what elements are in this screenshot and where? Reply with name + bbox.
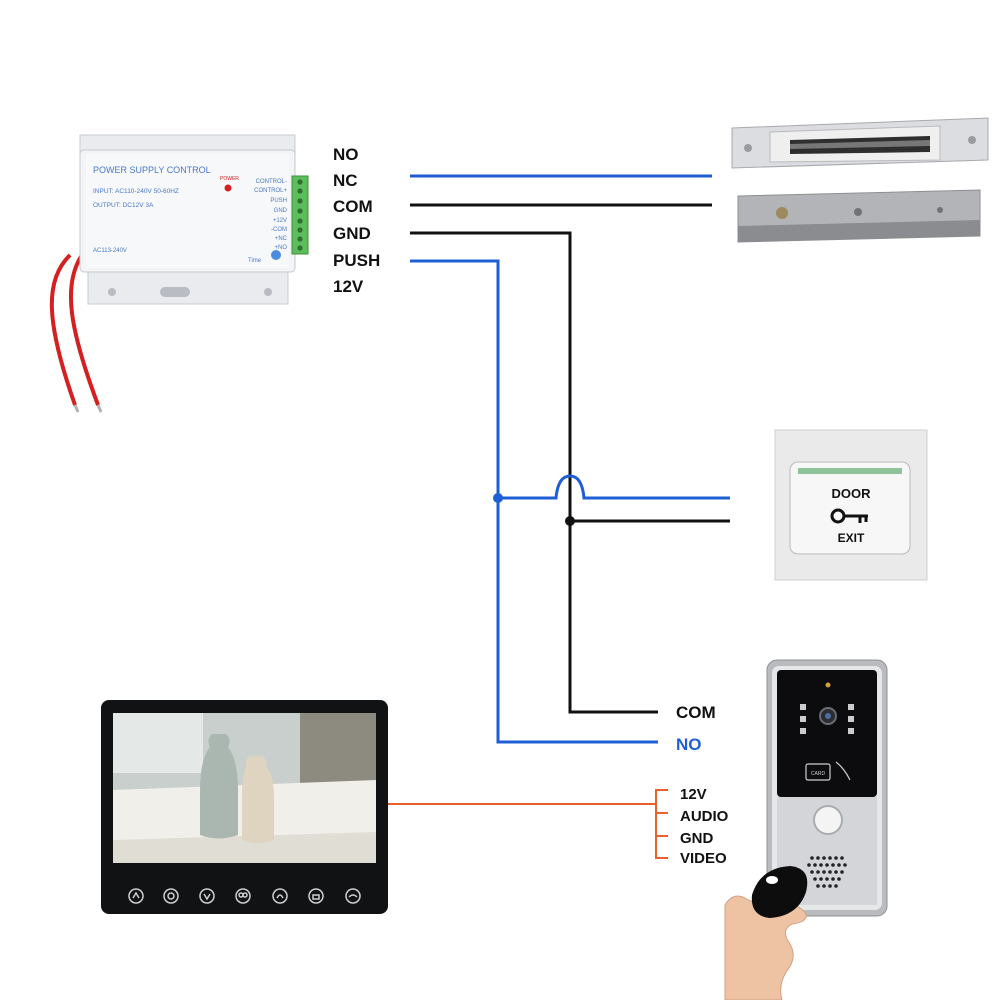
terminal-label: -COM: [271, 227, 287, 233]
outdoor-label-com: COM: [676, 703, 716, 722]
psu-time-label: Time: [248, 258, 262, 264]
psu-ac-label: AC113-240V: [93, 248, 127, 254]
psu-output-labels: NO NC COM GND PUSH 12V: [333, 145, 380, 296]
magnetic-lock: [731, 117, 989, 243]
terminal-label: +NC: [275, 236, 288, 242]
ac-wire-left: [49, 253, 77, 406]
hand-with-keyfob: [724, 866, 808, 1000]
unlock-button-icon[interactable]: [308, 888, 324, 904]
card-reader-icon: CARD: [805, 761, 851, 781]
card-label: CARD: [811, 771, 826, 777]
video-terminal-labels: 12V AUDIO GND VIDEO: [680, 786, 729, 867]
ac-wire-right: [68, 253, 100, 406]
keyfob-icon: [751, 866, 808, 918]
terminal-label: GND: [274, 208, 288, 214]
terminal-label: +12V: [273, 218, 287, 224]
speaker-grille: [807, 856, 847, 888]
wire-video-fanout: [655, 789, 668, 859]
monitor-buttons: [128, 888, 361, 904]
wire-exit-blue: [498, 474, 730, 500]
wire-gnd: [410, 231, 658, 714]
terminal-label: PUSH: [270, 198, 287, 204]
time-knob-icon: [271, 250, 281, 260]
psu-input-spec: INPUT: AC110-240V 50-60HZ: [93, 188, 179, 195]
psu-output-spec: OUTPUT: DC12V 3A: [93, 202, 154, 209]
power-supply-unit: POWER SUPPLY CONTROL INPUT: AC110-240V 5…: [49, 134, 309, 413]
outdoor-label-no: NO: [676, 735, 702, 754]
terminal-block: [291, 175, 309, 255]
wire-push: [410, 259, 658, 744]
label-push: PUSH: [333, 251, 380, 270]
exit-button: [789, 461, 911, 555]
psu-terminal-labels: CONTROL- CONTROL+ PUSH GND +12V -COM +NC…: [254, 179, 288, 251]
call-button-icon[interactable]: [272, 888, 288, 904]
junction-blue: [493, 493, 503, 503]
video-label: 12V: [680, 786, 707, 803]
outdoor-station: CARD: [766, 659, 888, 917]
video-label: GND: [680, 830, 714, 847]
outdoor-top-panel: [777, 670, 877, 797]
terminal-label: +NO: [274, 245, 287, 251]
hangup-button-icon[interactable]: [345, 888, 361, 904]
psu-title: POWER SUPPLY CONTROL: [93, 165, 211, 175]
label-gnd: GND: [333, 224, 371, 243]
up-button-icon[interactable]: [128, 888, 144, 904]
contacts-button-icon[interactable]: [235, 888, 251, 904]
psu-power-label: POWER: [220, 176, 239, 182]
wires: [388, 174, 730, 859]
terminal-label: CONTROL-: [256, 179, 287, 185]
label-12v: 12V: [333, 277, 364, 296]
exit-label-exit: EXIT: [838, 531, 865, 545]
junction-black: [565, 516, 575, 526]
video-label: VIDEO: [680, 850, 727, 867]
label-no: NO: [333, 145, 359, 164]
exit-button-panel: DOOR EXIT: [774, 429, 928, 581]
call-button[interactable]: [813, 805, 843, 835]
terminal-label: CONTROL+: [254, 188, 287, 194]
psu-flange-bottom: [87, 267, 289, 305]
hand: [724, 895, 807, 1000]
power-led: [224, 184, 232, 192]
down-button-icon[interactable]: [199, 888, 215, 904]
label-nc: NC: [333, 171, 358, 190]
label-com: COM: [333, 197, 373, 216]
video-label: AUDIO: [680, 808, 729, 825]
indoor-monitor: [101, 700, 388, 914]
settings-button-icon[interactable]: [163, 888, 179, 904]
key-icon: [830, 508, 868, 524]
exit-label-door: DOOR: [832, 486, 872, 501]
